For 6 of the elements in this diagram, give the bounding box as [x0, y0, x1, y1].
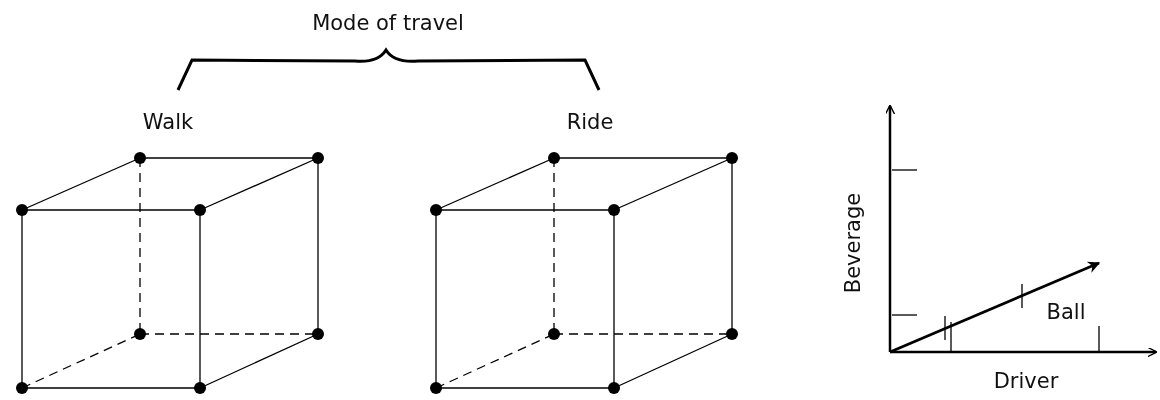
axis-label: Driver [993, 370, 1059, 392]
vector-label: Ball [1046, 301, 1086, 323]
cube-label: Walk [142, 111, 194, 133]
group-title: Mode of travel [312, 12, 464, 34]
cube-label: Ride [566, 111, 614, 133]
axis-label: Beverage [842, 192, 864, 294]
